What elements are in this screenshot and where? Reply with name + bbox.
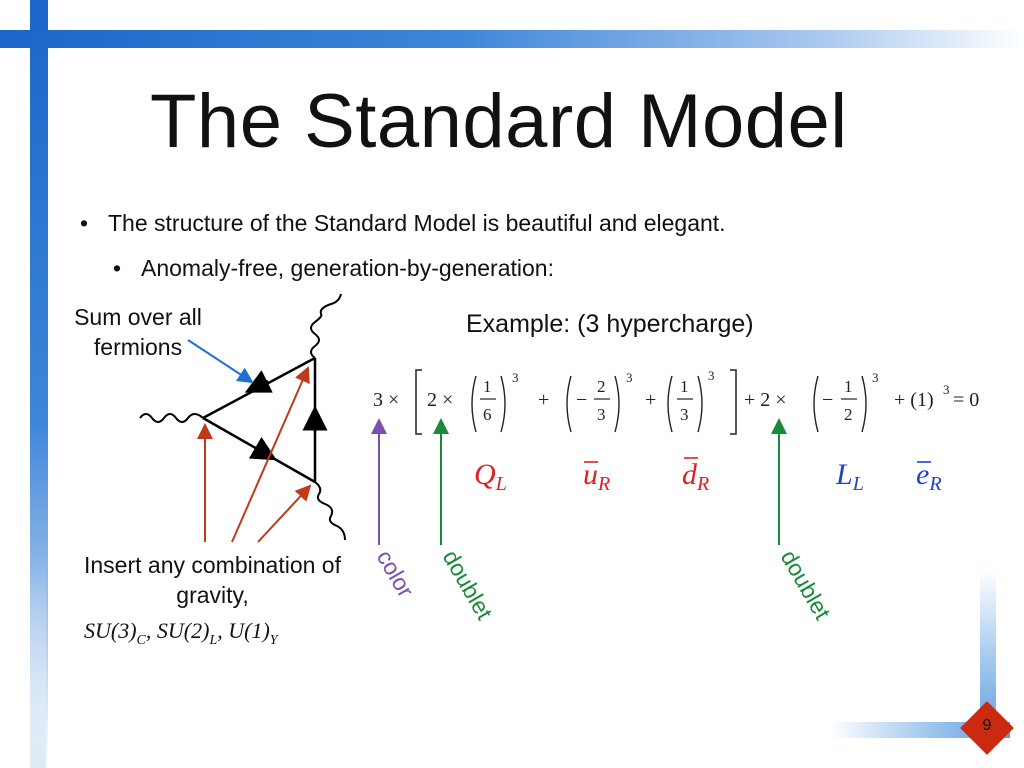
svg-text:3: 3 xyxy=(597,405,606,424)
svg-text:+: + xyxy=(538,389,549,411)
bullet-1-text: The structure of the Standard Model is b… xyxy=(108,210,726,236)
svg-text:3: 3 xyxy=(872,370,879,385)
insert-combination-label: Insert any combination of gravity, xyxy=(60,550,365,610)
svg-text:3: 3 xyxy=(708,368,715,383)
slide-title: The Standard Model xyxy=(150,79,848,164)
svg-text:+ (1): + (1) xyxy=(894,389,934,411)
insert-arrow-3 xyxy=(257,484,312,543)
sum-arrow xyxy=(187,339,254,384)
svg-text:1: 1 xyxy=(844,377,853,396)
field-e-R: eR xyxy=(916,458,942,495)
field-L-L: LL xyxy=(835,458,864,495)
bullet-2-glyph: • xyxy=(113,255,122,281)
svg-text:2 ×: 2 × xyxy=(427,389,453,411)
field-labels: QL uR dR LL eR xyxy=(474,457,942,495)
top-accent-bar xyxy=(0,30,1024,48)
sum-label-line1: Sum over all xyxy=(74,304,202,330)
fermion-loop-triangle xyxy=(202,356,328,484)
boson-line-top xyxy=(310,293,342,359)
svg-text:3: 3 xyxy=(680,405,689,424)
gauge-groups-math: SU(3)C, SU(2)L, U(1)Y xyxy=(84,618,280,648)
svg-text:6: 6 xyxy=(483,405,492,424)
svg-text:1: 1 xyxy=(483,377,492,396)
page-number: 9 xyxy=(982,717,992,734)
bullet-1: • The structure of the Standard Model is … xyxy=(80,210,726,237)
svg-text:= 0: = 0 xyxy=(953,389,979,411)
svg-text:1: 1 xyxy=(680,377,689,396)
svg-text:2: 2 xyxy=(844,405,853,424)
svg-text:3: 3 xyxy=(626,370,633,385)
bullet-2: • Anomaly-free, generation-by-generation: xyxy=(113,255,554,282)
field-u-R: uR xyxy=(583,458,610,495)
svg-text:3: 3 xyxy=(512,370,519,385)
insert-label-line2: gravity, xyxy=(176,582,249,608)
left-lower-accent-bar xyxy=(30,560,46,768)
bullet-1-glyph: • xyxy=(80,210,89,236)
svg-text:3 ×: 3 × xyxy=(373,389,399,411)
right-accent-bar xyxy=(980,570,996,740)
field-Q-L: QL xyxy=(474,458,507,495)
example-heading: Example: (3 hypercharge) xyxy=(466,310,754,338)
svg-text:−: − xyxy=(822,389,833,411)
color-annotation: color xyxy=(372,546,420,602)
svg-text:2: 2 xyxy=(597,377,606,396)
sum-over-fermions-label: Sum over all fermions xyxy=(48,302,228,362)
svg-text:+: + xyxy=(645,389,656,411)
svg-text:+ 2 ×: + 2 × xyxy=(744,389,787,411)
doublet-annotation-2: doublet xyxy=(776,546,837,625)
insert-arrow-2 xyxy=(231,366,310,543)
anomaly-equation: 3 × 2 × 1 6 3 + − 2 3 3 + 1 3 3 + 2 × − … xyxy=(373,368,979,435)
doublet-annotation-1: doublet xyxy=(438,546,499,625)
svg-text:3: 3 xyxy=(943,382,950,397)
sum-label-line2: fermions xyxy=(93,334,183,360)
insert-label-line1: Insert any combination of xyxy=(84,552,341,578)
boson-line-bottom xyxy=(314,481,346,541)
boson-line-left xyxy=(139,413,204,423)
svg-text:−: − xyxy=(576,389,587,411)
field-d-R: dR xyxy=(682,458,709,495)
bullet-2-text: Anomaly-free, generation-by-generation: xyxy=(141,255,554,281)
